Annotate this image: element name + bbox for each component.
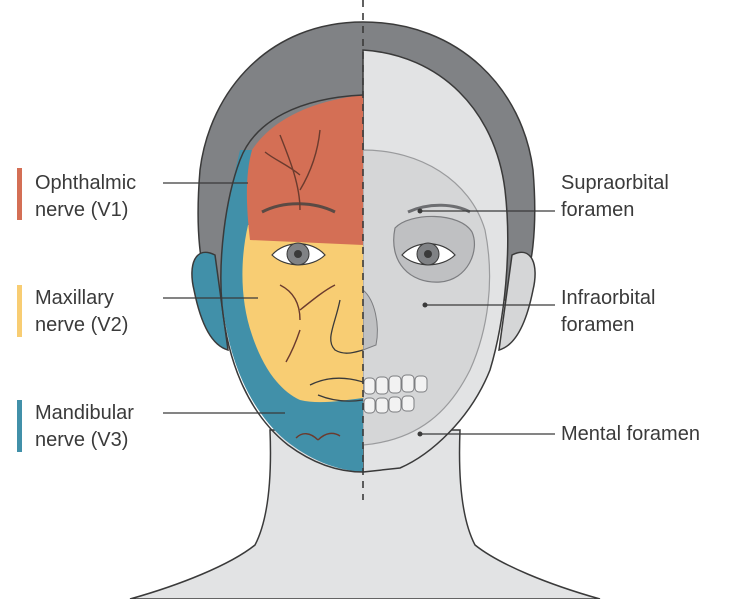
maxillary-color-bar xyxy=(17,285,22,337)
mandibular-label-line2: nerve (V3) xyxy=(35,429,129,451)
infraorbital-label-line1: Infraorbital xyxy=(561,287,656,309)
right-brow xyxy=(407,203,471,214)
mental-label-line1: Mental foramen xyxy=(561,423,700,445)
mandibular-label-line1: Mandibular xyxy=(35,402,134,424)
infraorbital-label-line2: foramen xyxy=(561,314,635,336)
leader-lines xyxy=(163,182,555,435)
mental-label: Mental foramen xyxy=(561,421,700,448)
mandibular-label: Mandibular nerve (V3) xyxy=(35,400,134,454)
maxillary-label-line2: nerve (V2) xyxy=(35,314,129,336)
supraorbital-label: Supraorbital foramen xyxy=(561,170,669,224)
left-ear xyxy=(191,251,229,352)
teeth xyxy=(363,374,428,414)
nerve-branches xyxy=(264,129,341,441)
maxillary-label: Maxillary nerve (V2) xyxy=(35,285,128,339)
supraorbital-label-line1: Supraorbital xyxy=(561,172,669,194)
ophthalmic-label-line1: Ophthalmic xyxy=(35,172,137,194)
right-eye xyxy=(401,242,456,266)
infraorbital-label: Infraorbital foramen xyxy=(561,285,656,339)
lips xyxy=(309,377,364,402)
nasal-cavity xyxy=(362,288,378,351)
left-face-outline xyxy=(220,94,364,473)
ophthalmic-label: Ophthalmic nerve (V1) xyxy=(35,170,136,224)
ophthalmic-color-bar xyxy=(17,168,22,220)
supraorbital-label-line2: foramen xyxy=(561,199,635,221)
nose xyxy=(330,299,364,354)
mandibular-color-bar xyxy=(17,400,22,452)
maxillary-label-line1: Maxillary xyxy=(35,287,114,309)
left-eye xyxy=(271,242,326,266)
right-ear xyxy=(498,251,536,352)
maxillary-region xyxy=(242,225,363,403)
ophthalmic-label-line2: nerve (V1) xyxy=(35,199,129,221)
